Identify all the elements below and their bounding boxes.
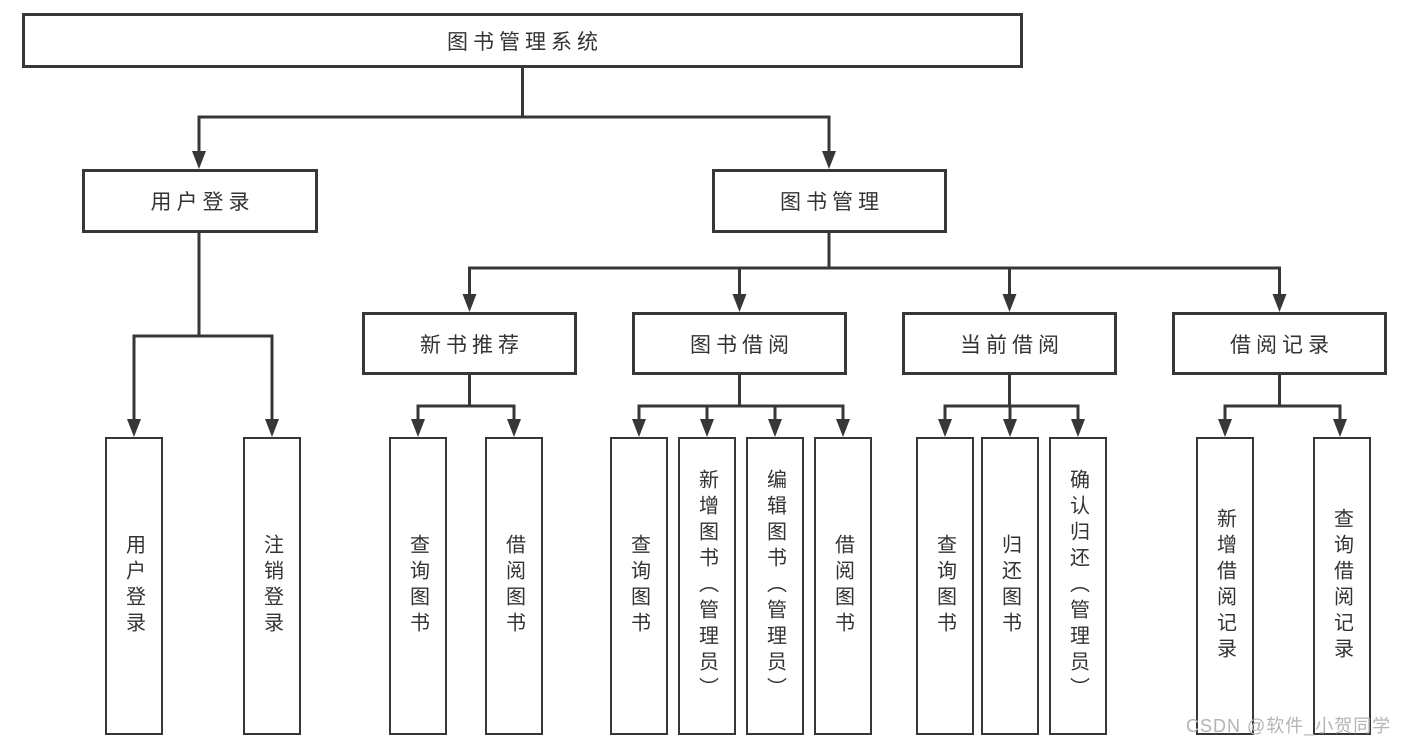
node-new-book-recommendation: 新书推荐 [362, 312, 577, 375]
node-current-borrowing: 当前借阅 [902, 312, 1117, 375]
arrowhead [507, 419, 521, 437]
leaf-borrow-books-borrowing: 借阅图书 [814, 437, 872, 735]
arrowhead [1002, 294, 1017, 312]
leaf-borrow-books-recommend: 借阅图书 [485, 437, 543, 735]
leaf-return-books: 归还图书 [981, 437, 1039, 735]
arrowhead [822, 151, 836, 169]
arrowhead [127, 419, 141, 437]
leaf-query-books-borrowing: 查询图书 [610, 437, 668, 735]
node-borrowing-records: 借阅记录 [1172, 312, 1387, 375]
arrowhead [768, 419, 782, 437]
leaf-add-borrow-record: 新增借阅记录 [1196, 437, 1254, 735]
leaf-query-books-recommend: 查询图书 [389, 437, 447, 735]
leaf-user-login: 用户登录 [105, 437, 163, 735]
arrowhead [411, 419, 425, 437]
leaf-query-borrow-record: 查询借阅记录 [1313, 437, 1371, 735]
arrowhead [1272, 294, 1287, 312]
leaf-confirm-return-admin: 确认归还（管理员） [1049, 437, 1107, 735]
arrowhead [265, 419, 279, 437]
node-library-system: 图书管理系统 [22, 13, 1023, 68]
arrowhead [732, 294, 747, 312]
arrowhead [462, 294, 477, 312]
arrowhead [632, 419, 646, 437]
arrowhead [1218, 419, 1232, 437]
arrowhead [192, 151, 206, 169]
arrowhead [1003, 419, 1017, 437]
arrowhead [1071, 419, 1085, 437]
arrowhead [836, 419, 850, 437]
node-user-login: 用户登录 [82, 169, 318, 233]
arrowhead [938, 419, 952, 437]
node-book-management: 图书管理 [712, 169, 947, 233]
leaf-edit-book-admin: 编辑图书（管理员） [746, 437, 804, 735]
watermark: CSDN @软件_小贺同学 [1186, 716, 1392, 736]
leaf-logout: 注销登录 [243, 437, 301, 735]
node-book-borrowing: 图书借阅 [632, 312, 847, 375]
leaf-add-book-admin: 新增图书（管理员） [678, 437, 736, 735]
arrowhead [1333, 419, 1347, 437]
arrowhead [700, 419, 714, 437]
leaf-query-books-current: 查询图书 [916, 437, 974, 735]
